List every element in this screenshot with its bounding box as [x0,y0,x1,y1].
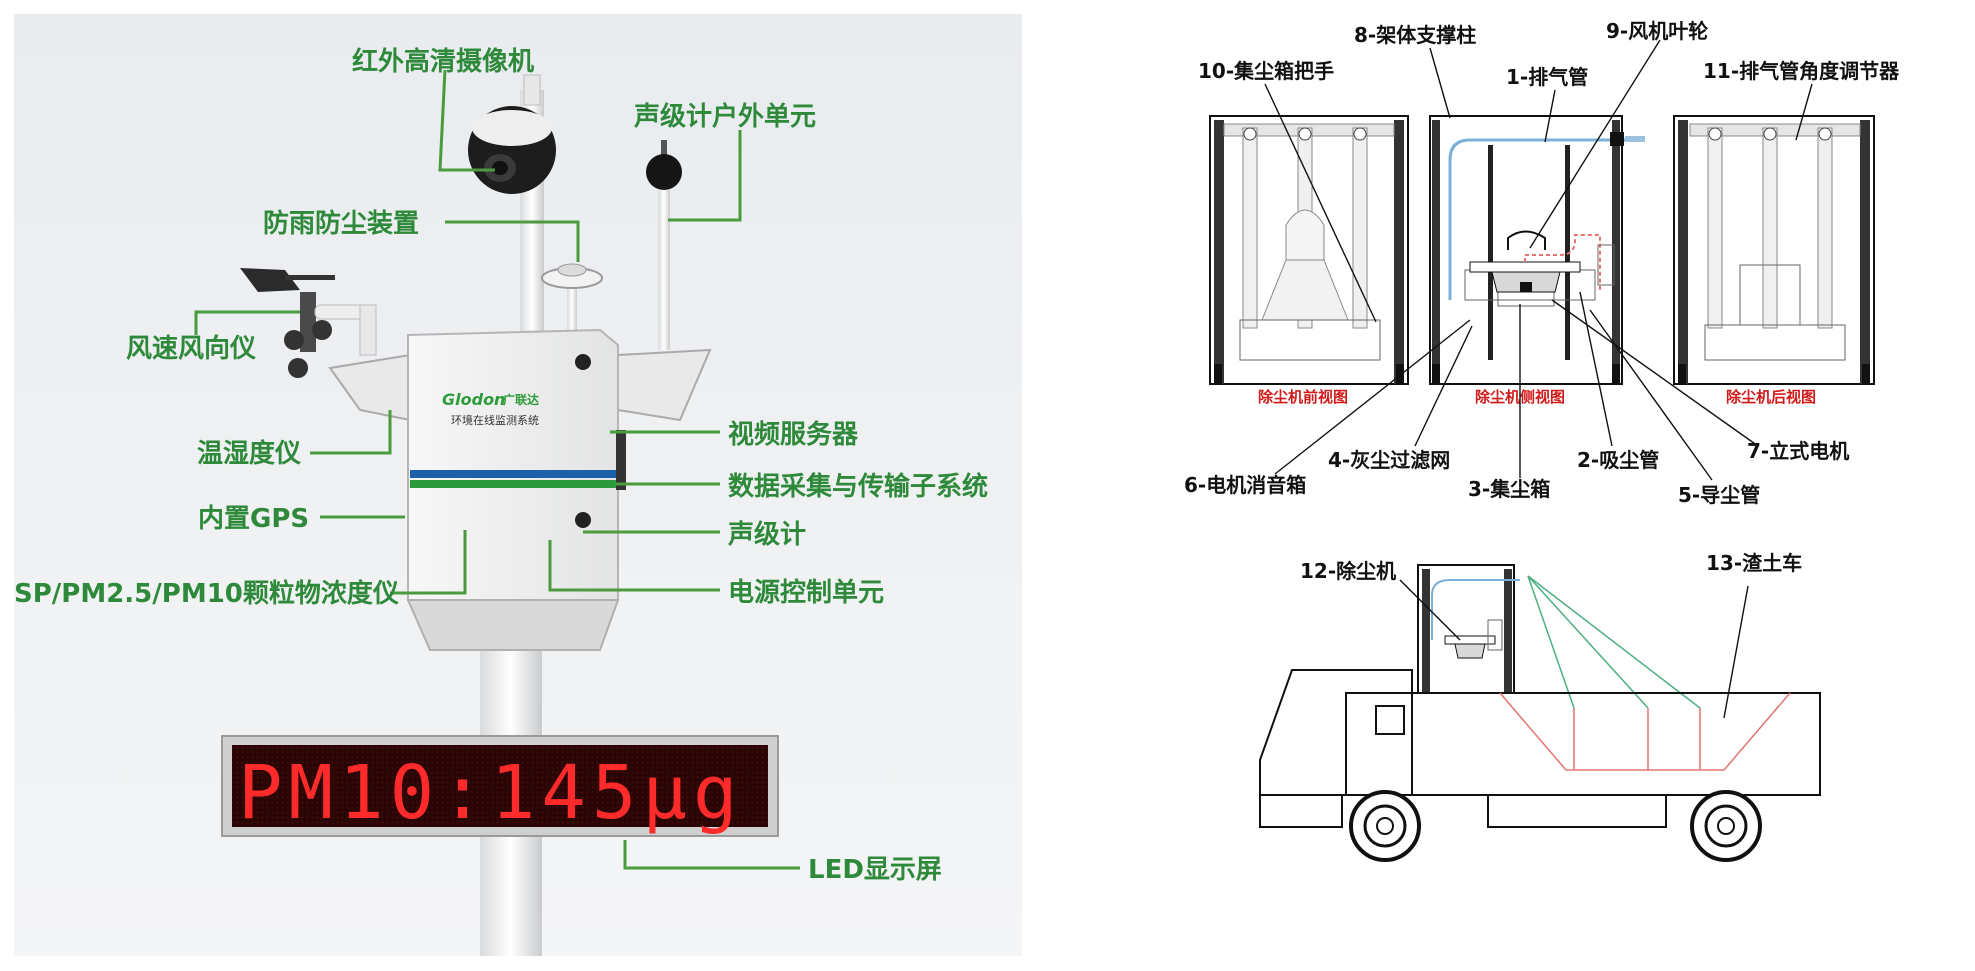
label-exhaust-angle: 11-排气管角度调节器 [1703,59,1900,83]
infrared-camera [468,74,556,194]
led-display-leader [623,840,800,870]
left-panel: Glodon 广联达 环境在线监测系统 PM10:145μg 红外高清摄像 [14,14,1022,956]
label-gps: 内置GPS [198,504,309,534]
left-leader-lines [194,69,800,870]
label-data-acquisition: 数据采集与传输子系统 [728,471,988,502]
label-exhaust-pipe: 1-排气管 [1506,65,1588,89]
dust-collector-leader [1399,579,1461,641]
power-unit-leader [548,540,720,592]
label-camera: 红外高清摄像机 [352,46,534,77]
label-temp-humidity: 温湿度仪 [197,438,302,469]
front-view-funnel [1261,259,1349,321]
cabinet-brand-cn: 广联达 [503,392,539,407]
label-sound-meter: 声级计 [728,519,806,550]
label-dust-box-handle: 10-集尘箱把手 [1198,59,1334,83]
dust-box-handle-leader [1264,83,1377,323]
caption-rear-view: 除尘机后视图 [1726,388,1816,406]
side-view-drawing: 除尘机侧视图 [1429,115,1645,406]
led-display: PM10:145μg [221,735,779,837]
rain-guard-leader [445,220,580,262]
truck-rear-wheel [1690,790,1762,862]
exhaust-angle-leader [1795,83,1813,141]
sound-mast [658,190,670,350]
label-vertical-motor: 7-立式电机 [1747,439,1849,463]
caption-front-view: 除尘机前视图 [1258,388,1348,406]
label-video-server: 视频服务器 [728,420,859,450]
label-suction-pipe: 2-吸尘管 [1577,448,1659,472]
exhaust-pipe-leader [1544,89,1556,143]
cabinet-green-stripe [410,480,616,488]
cabinet-system-name: 环境在线监测系统 [451,413,539,427]
temp-humidity-leader [310,410,392,455]
label-fan-impeller: 9-风机叶轮 [1606,19,1708,43]
truck-window [1375,705,1405,735]
rear-view-pipes [1707,127,1833,329]
label-wind-sensor: 风速风向仪 [126,333,257,364]
label-dust-filter: 4-灰尘过滤网 [1328,448,1450,472]
suction-pipe-leader [1579,291,1613,447]
motor-muffler-leader [1274,319,1471,475]
dump-truck-leader [1723,585,1749,719]
label-dust-guide: 5-导尘管 [1678,483,1760,507]
label-sound-outdoor-unit: 声级计户外单元 [634,101,816,132]
monitoring-cabinet: Glodon 广联达 环境在线监测系统 [406,328,626,651]
cabinet-base [406,599,620,651]
truck-front-wheel [1349,790,1421,862]
rain-guard-mast [567,280,577,340]
fan-impeller-leader [1529,39,1661,249]
wind-sensor-leader [194,310,300,335]
frame-column-leader [1429,47,1451,119]
front-view-drawing: 除尘机前视图 [1209,115,1409,406]
truck-bed [1345,692,1821,796]
label-motor-muffler: 6-电机消音箱 [1184,473,1306,497]
sound-outdoor-leader [668,130,742,222]
led-display-text: PM10:145μg [238,750,744,836]
pm-meter-leader [390,530,467,595]
vertical-motor-leader [1551,299,1759,447]
cabinet-blue-stripe [410,470,616,478]
label-power-unit: 电源控制单元 [728,578,884,608]
truck-cab [1259,669,1413,796]
right-leader-lines [1264,39,1813,481]
rain-dust-guard [541,263,603,289]
wind-sensor [240,268,377,378]
front-view-funnel-top [1285,209,1325,261]
right-panel: 除尘机前视图 除尘机侧视图 [1184,19,1900,862]
red-dust-channels [1499,692,1791,771]
label-led-display: LED显示屏 [808,855,942,885]
rear-view-drawing: 除尘机后视图 [1673,115,1875,406]
dust-guide-leader [1589,309,1713,481]
side-view-exhaust-pipe [1448,138,1640,300]
label-rain-dust-protection: 防雨防尘装置 [263,209,419,239]
cabinet-knob-top [575,354,591,370]
label-dump-truck: 13-渣土车 [1706,551,1802,575]
label-frame-column: 8-架体支撑柱 [1354,23,1476,47]
camera-leader [438,69,495,172]
dump-truck-drawing: 12-除尘机 13-渣土车 [1259,551,1821,862]
sound-meter-outdoor-unit [646,140,682,190]
green-spray-lines [1527,575,1701,709]
label-pm-meter: SP/PM2.5/PM10颗粒物浓度仪 [14,578,400,609]
label-dust-collector: 12-除尘机 [1300,559,1396,583]
cabinet-knob-bottom [575,512,591,528]
cabinet-brand: Glodon [442,390,505,409]
label-dust-box: 3-集尘箱 [1468,477,1550,501]
cabinet-side-port [616,430,626,490]
dust-filter-leader [1414,325,1473,447]
